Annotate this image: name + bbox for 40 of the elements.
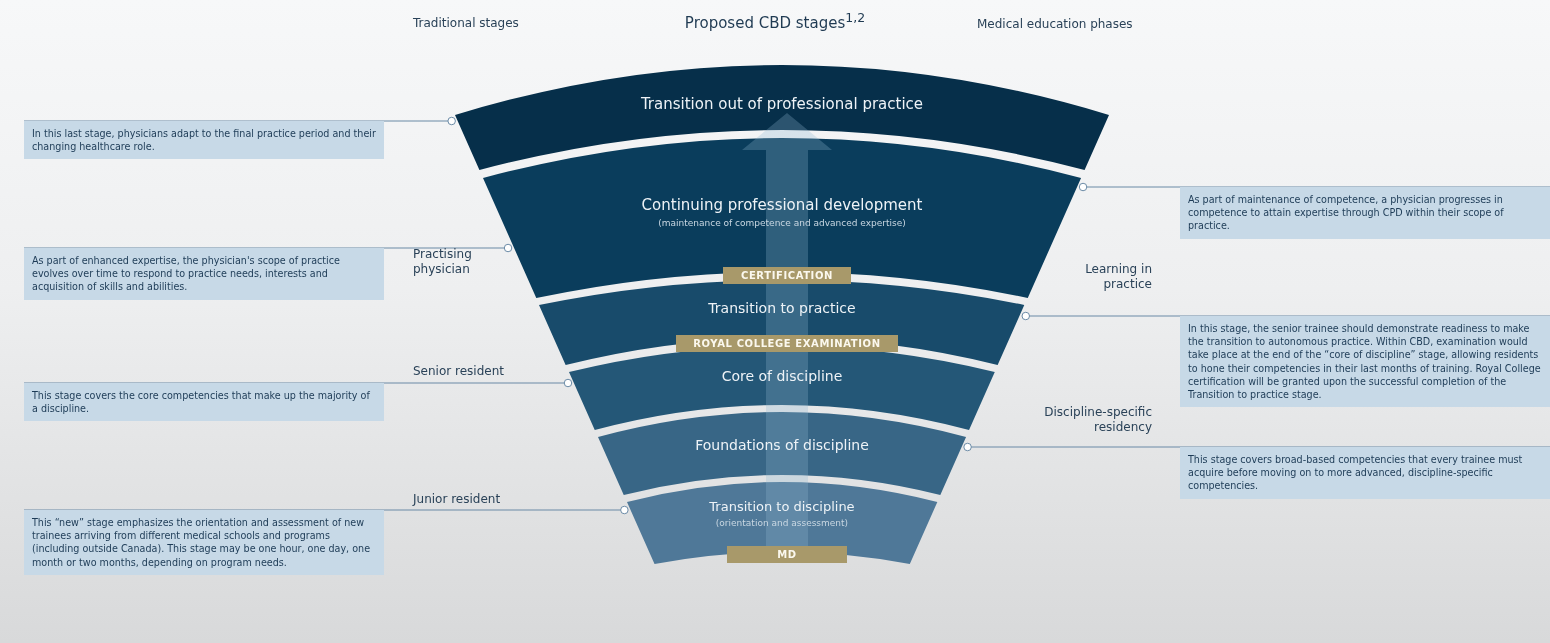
description-text: As part of maintenance of competence, a physician progresses in competence to attain expertise through CPD within their scope of practice. bbox=[1188, 193, 1505, 233]
milestone-banner: CERTIFICATION bbox=[723, 267, 851, 284]
leader-line bbox=[1021, 311, 1550, 321]
description-panel bbox=[1180, 316, 1550, 408]
leader-line bbox=[23, 116, 456, 126]
description-panel bbox=[1180, 187, 1550, 239]
description-text: This “new” stage emphasizes the orientation and assessment of new trainees arriving from different medical schools and programs (including outside Canada). This stage may be one hour, one day, one month or two months, depending on program needs. bbox=[32, 516, 372, 569]
stage-title: Transition out of professional practice bbox=[639, 95, 925, 113]
description-panel bbox=[24, 121, 384, 160]
stage-title: Transition to discipline bbox=[708, 499, 856, 514]
description-panel bbox=[1180, 447, 1550, 499]
stage-title: Transition to practice bbox=[707, 300, 857, 316]
description-text: As part of enhanced expertise, the physician's scope of practice evolves over time to respond to practice needs, interests and acquisition of skills and abilities. bbox=[32, 254, 341, 294]
description-panel bbox=[24, 383, 384, 422]
phase-label: Discipline-specific residency bbox=[1043, 405, 1152, 435]
description-text: In this last stage, physicians adapt to the final practice period and their changing healthcare role. bbox=[32, 127, 376, 154]
description-panel bbox=[24, 510, 384, 575]
stage-title: Foundations of discipline bbox=[694, 437, 870, 453]
stage-title: Continuing professional development bbox=[640, 196, 924, 214]
stage-subtitle: (maintenance of competence and advanced expertise) bbox=[657, 218, 907, 228]
phase-label: Junior resident bbox=[413, 492, 501, 507]
stage-subtitle: (orientation and assessment) bbox=[714, 518, 850, 528]
milestone-banner: MD bbox=[727, 546, 847, 563]
description-text: In this stage, the senior trainee should demonstrate readiness to make the transition to autonomous practice. Within CBD, examination would take place at the end of the “core of discipline” stage, allowing residents to hone their competencies in their last months of training. Royal College certification will be granted upon the successful completion of the Transition to practice stage. bbox=[1188, 322, 1542, 402]
stage-title: Core of discipline bbox=[720, 368, 844, 384]
leader-line bbox=[1078, 182, 1550, 192]
leader-line bbox=[23, 243, 513, 253]
phase-label: Medical education phases bbox=[977, 17, 1133, 32]
milestone-banner: ROYAL COLLEGE EXAMINATION bbox=[676, 335, 898, 352]
description-text: This stage covers the core competencies that make up the majority of a discipline. bbox=[32, 389, 371, 416]
leader-line bbox=[963, 442, 1550, 452]
leader-line bbox=[23, 505, 629, 515]
description-panel bbox=[24, 248, 384, 300]
diagram-title: Proposed CBD stages$^{1,2}$ bbox=[683, 10, 867, 32]
description-text: This stage covers broad-based competencies that every trainee must acquire before moving on to more advanced, discipline-specific competencies. bbox=[1188, 453, 1524, 493]
phase-label: Practising physician bbox=[413, 247, 473, 277]
phase-label: Traditional stages bbox=[413, 16, 519, 31]
leader-line bbox=[23, 378, 573, 388]
phase-label: Senior resident bbox=[413, 364, 504, 379]
phase-label: Learning in practice bbox=[1084, 262, 1152, 292]
